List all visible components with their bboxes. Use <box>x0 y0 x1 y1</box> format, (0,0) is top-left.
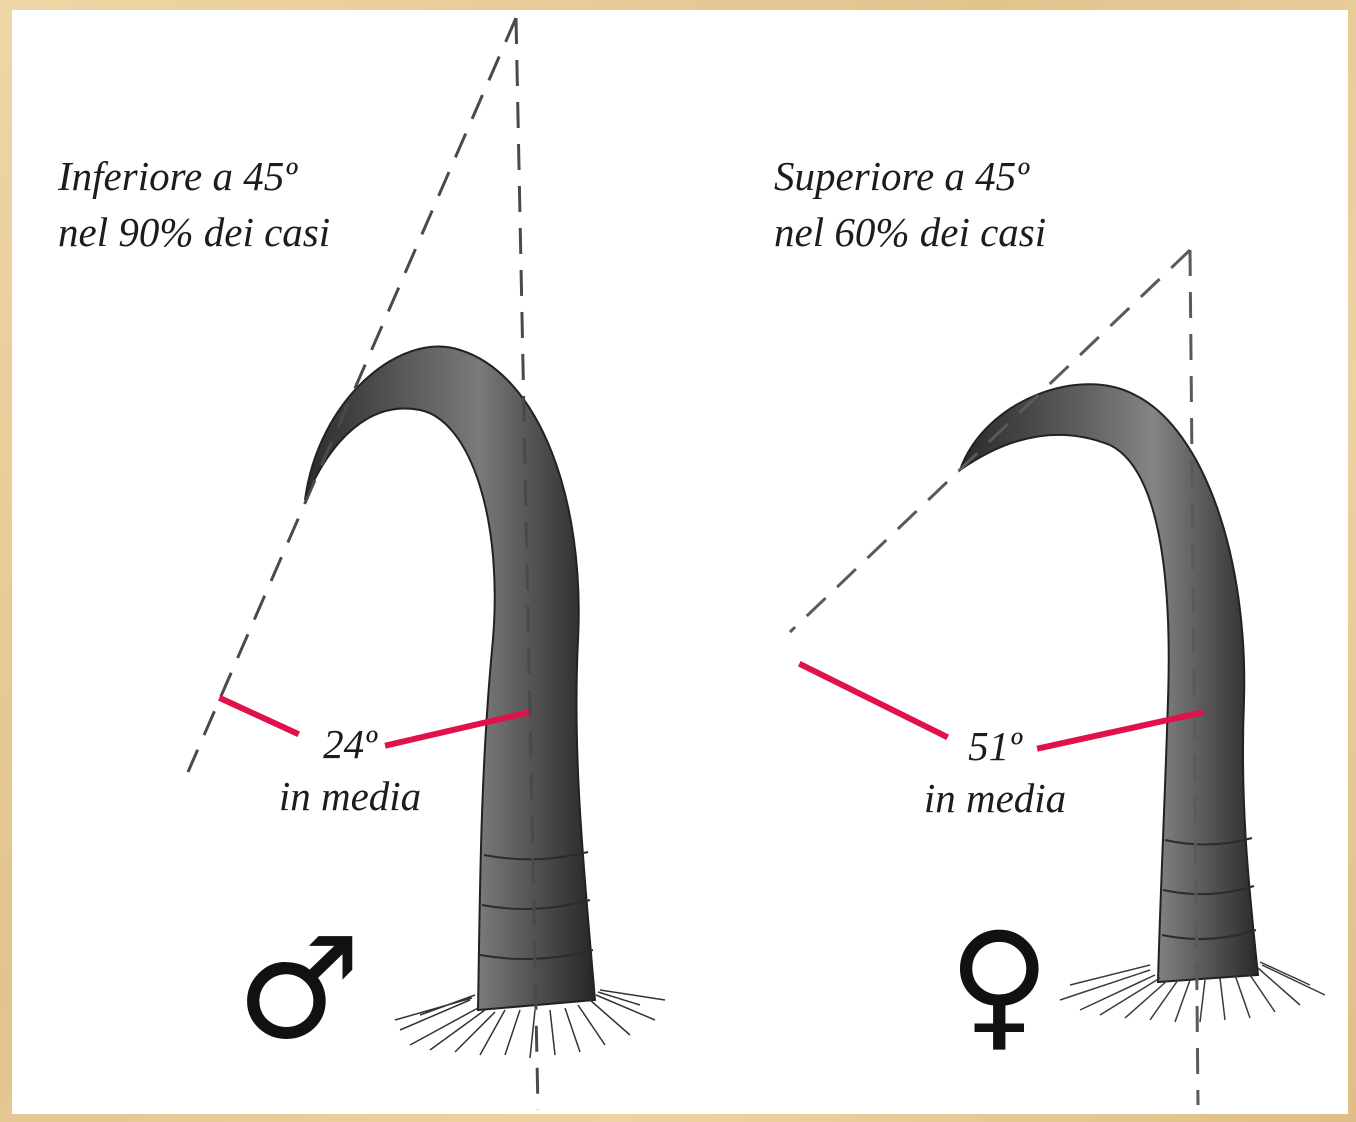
male-angle-value: 24º <box>250 718 450 770</box>
female-angle-sub: in media <box>895 772 1095 824</box>
female-symbol-icon: ♀ <box>948 915 1051 1055</box>
female-horn <box>790 250 1325 1105</box>
male-symbol-icon: ♂ <box>236 920 362 1060</box>
male-angle-label: 24º in media <box>250 718 450 822</box>
male-angle-sub: in media <box>250 770 450 822</box>
female-caption: Superiore a 45º nel 60% dei casi <box>774 148 1046 260</box>
female-angle-value: 51º <box>895 720 1095 772</box>
female-angle-label: 51º in media <box>895 720 1095 824</box>
female-caption-line1: Superiore a 45º <box>774 148 1046 204</box>
male-caption-line2: nel 90% dei casi <box>58 204 330 260</box>
male-caption-line1: Inferiore a 45º <box>58 148 330 204</box>
female-caption-line2: nel 60% dei casi <box>774 204 1046 260</box>
female-horn-body <box>960 384 1258 982</box>
male-caption: Inferiore a 45º nel 90% dei casi <box>58 148 330 260</box>
